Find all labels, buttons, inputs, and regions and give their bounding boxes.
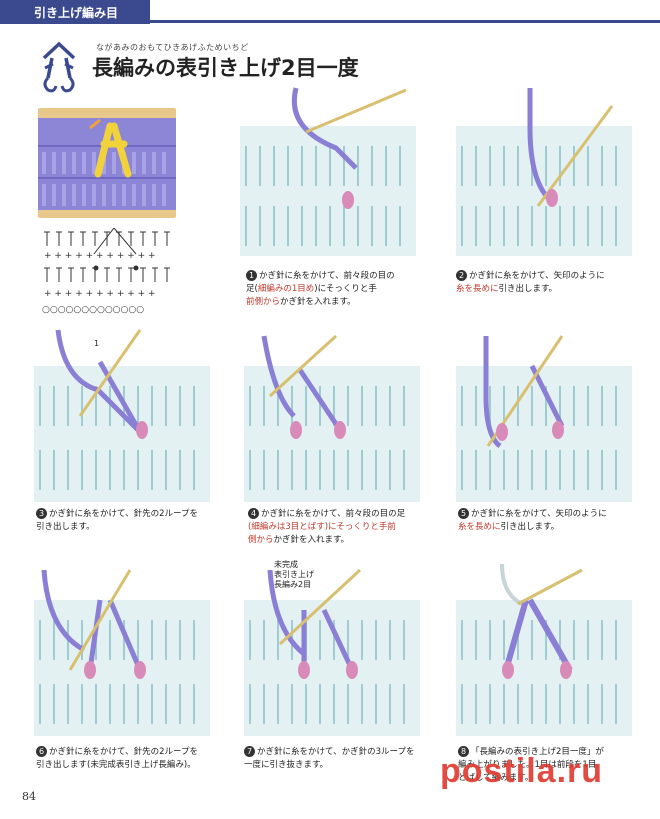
step-number: 5 <box>458 508 469 519</box>
page-title: 長編みの表引き上げ2目一度 <box>92 56 359 80</box>
caption-line: 編み上がりました。1目は前段を1目 <box>458 760 597 770</box>
header-tab <box>0 0 150 24</box>
caption-line: かぎ針に糸をかけて、矢印のように <box>471 509 607 519</box>
step-number: 7 <box>244 746 255 757</box>
caption-line: かぎ針に糸をかけて、かぎ針の3ループを <box>257 747 415 757</box>
stitch-chart: + + + + + + + + + + + + + + + + + + + + … <box>42 228 170 315</box>
label-line: 表引き上げ <box>274 570 314 579</box>
caption-text: かぎ針を入れます。 <box>280 297 356 307</box>
label-line: 未完成 <box>274 560 298 569</box>
step-2-illustration <box>456 88 632 256</box>
caption-line: 引き出します(未完成表引き上げ長編み)。 <box>36 760 196 770</box>
step-4-illustration <box>244 334 420 502</box>
step-6-illustration <box>34 569 210 736</box>
step-number: 4 <box>248 508 259 519</box>
svg-text:+ + + + + + + + + + +: + + + + + + + + + + + <box>44 289 156 299</box>
step-8-caption: 8「長編みの表引き上げ2目一度」が 編み上がりました。1目は前段を1目 とばして… <box>458 746 648 785</box>
caption-text: )にそっくりと手 <box>314 284 377 294</box>
svg-text:+ + + + + + + + + + +: + + + + + + + + + + + <box>44 251 156 261</box>
caption-line: かぎ針に糸をかけて、矢印のように <box>469 271 605 281</box>
step-number: 1 <box>246 270 257 281</box>
caption-line: 一度に引き抜きます。 <box>244 760 329 770</box>
arrow-label: 1 <box>94 339 99 348</box>
step-number: 8 <box>458 746 469 757</box>
caption-line: かぎ針に糸をかけて、前々段の目の足 <box>261 509 406 519</box>
section-label: 引き上げ編み目 <box>34 6 119 20</box>
caption-line: かぎ針に糸をかけて、前々段の目の <box>259 271 395 281</box>
caption-highlight: 前側から <box>246 297 281 307</box>
step-7-illustration <box>244 568 420 736</box>
caption-highlight: 細編みの1目め <box>257 284 315 294</box>
title-ruby: ながあみのおもてひきあげふためいちど <box>96 43 249 52</box>
caption-line: 「長編みの表引き上げ2目一度」が <box>471 747 604 757</box>
caption-text: かぎ針を入れます。 <box>273 535 350 545</box>
caption-text: 引き出します。 <box>498 284 558 294</box>
page-number: 84 <box>22 790 36 803</box>
caption-highlight: 糸を長めに <box>458 522 501 532</box>
step-3-illustration: 1 <box>34 329 210 502</box>
step-1-illustration <box>240 87 416 256</box>
step-number: 3 <box>36 508 47 519</box>
caption-text: 足( <box>246 284 258 294</box>
svg-text:○○○○○○○○○○○○○: ○○○○○○○○○○○○○ <box>42 305 144 315</box>
label-line: 長編み2目 <box>274 580 312 589</box>
watermark: postila.ru <box>440 752 604 790</box>
caption-highlight: 糸を長めに <box>456 284 499 294</box>
caption-line: 引き出します。 <box>36 522 95 532</box>
step-number: 6 <box>36 746 47 757</box>
step-number: 2 <box>456 270 467 281</box>
stitch-symbol-icon <box>42 41 76 93</box>
step-5-illustration <box>456 335 632 502</box>
header-rule <box>150 20 660 23</box>
step-8-illustration <box>456 563 632 736</box>
incomplete-stitch-label: 未完成 表引き上げ 長編み2目 <box>274 560 314 590</box>
swatch-photo <box>38 108 176 218</box>
caption-line: とばして編みます。 <box>458 773 534 783</box>
page-header: 引き上げ編み目 <box>0 0 660 24</box>
caption-highlight: 側から <box>248 535 274 545</box>
caption-highlight: (細編みは3目とばす)にそっくりと手前 <box>248 522 396 532</box>
caption-line: かぎ針に糸をかけて、針先の2ループを <box>49 509 198 519</box>
caption-text: 引き出します。 <box>500 522 560 532</box>
caption-line: かぎ針に糸をかけて、針先の2ループを <box>49 747 198 757</box>
